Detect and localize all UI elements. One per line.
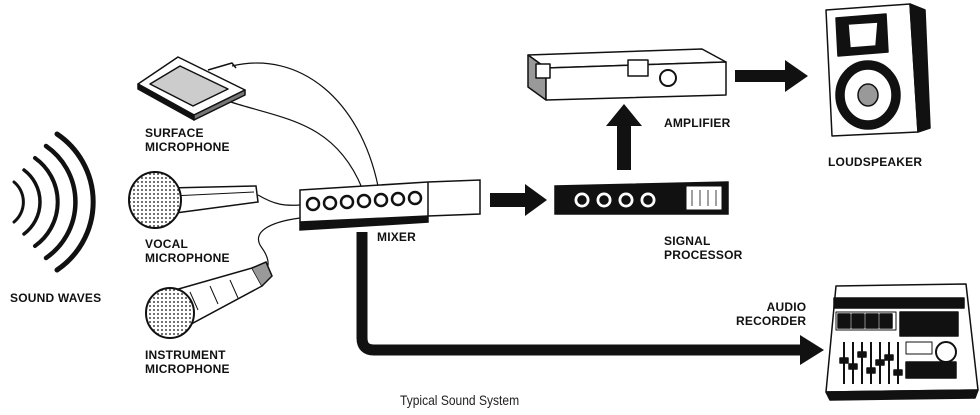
arrow-amplifier-to-loudspeaker [735, 60, 808, 92]
label-surface-microphone: SURFACE MICROPHONE [145, 126, 230, 154]
label-mixer: MIXER [377, 230, 417, 244]
diagram-caption: Typical Sound System [400, 392, 520, 408]
instrument-microphone-icon [145, 261, 273, 339]
signal-processor-icon [554, 181, 729, 215]
label-amplifier: AMPLIFIER [664, 116, 731, 130]
arrow-processor-to-amplifier [606, 104, 642, 170]
surface-microphone-icon [137, 56, 246, 121]
label-audio-recorder: AUDIO RECORDER [736, 300, 807, 328]
audio-recorder-icon [825, 283, 979, 401]
sound-waves-icon [12, 131, 96, 273]
arrow-to-recorder [800, 335, 824, 365]
cable-mixer-to-recorder [356, 232, 800, 356]
mixer-icon [299, 179, 481, 231]
label-signal-processor: SIGNAL PROCESSOR [664, 234, 743, 262]
label-instrument-microphone: INSTRUMENT MICROPHONE [145, 348, 230, 376]
flow-arrows [356, 60, 824, 365]
label-loudspeaker: LOUDSPEAKER [828, 155, 923, 169]
amplifier-icon [527, 48, 727, 101]
label-sound-waves: SOUND WAVES [10, 291, 102, 305]
loudspeaker-icon [825, 3, 931, 137]
label-vocal-microphone: VOCAL MICROPHONE [145, 237, 230, 265]
vocal-microphone-icon [128, 171, 259, 229]
arrow-mixer-to-processor [490, 184, 547, 216]
